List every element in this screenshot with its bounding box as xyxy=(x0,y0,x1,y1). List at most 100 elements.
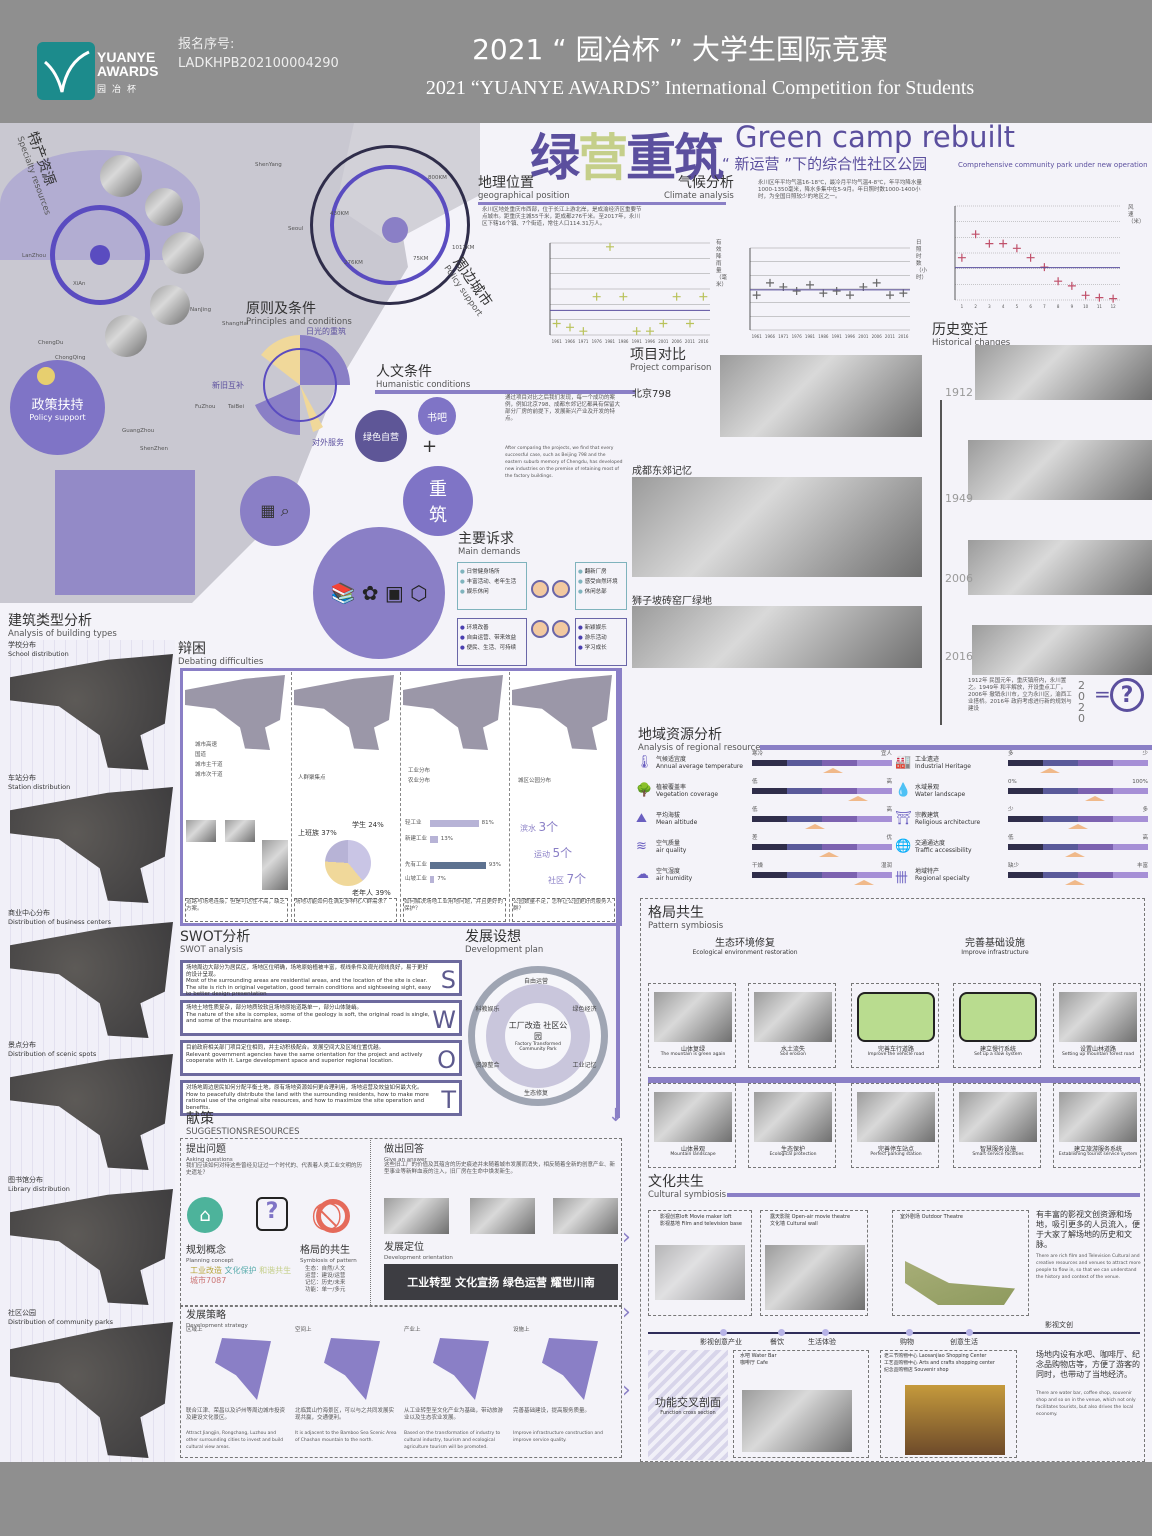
strategy-panel xyxy=(180,1306,622,1458)
devplan-ring-label: 工业记忆 xyxy=(572,1062,597,1069)
debate-legend-item: 农业分布 xyxy=(408,778,431,784)
photo-chengdu xyxy=(632,477,922,577)
x-tick-label: 6 xyxy=(1029,304,1032,309)
pie-label-old-new: 新旧互补 xyxy=(212,381,244,390)
pattern-divider xyxy=(648,1077,1140,1083)
competition-title-en: 2021 “YUANYE AWARDS” International Compe… xyxy=(425,77,975,99)
film-photo xyxy=(655,1245,745,1300)
culture-text-1: 有丰富的影视文创资源和场地，吸引更多的人员流入，便于大家了解场地的历史和文脉。 xyxy=(1036,1210,1140,1249)
equals-sign: = xyxy=(1094,682,1111,706)
windspeed-axis-label: 风速（米） xyxy=(1128,205,1145,225)
data-point xyxy=(659,319,668,328)
culture-axis-label: 餐饮 xyxy=(770,1338,784,1346)
avatar-icon xyxy=(552,620,570,638)
humanistic-rule xyxy=(375,390,635,394)
x-tick-label: 2 xyxy=(974,304,977,309)
resource-marker xyxy=(1040,768,1060,773)
strategy-text: 北临箕山竹海景区，可以与之共同发展实现共赢，交通便利。 xyxy=(295,1408,395,1421)
x-tick-label: 2001 xyxy=(858,334,869,339)
debate-question-box: 道路与场地连接，但是可达性不高，缺乏方案。 xyxy=(185,898,288,922)
history-photo-1949 xyxy=(968,440,1152,500)
demand-group xyxy=(575,562,627,610)
strategy-title: 空间上 xyxy=(295,1327,312,1333)
industry-bar xyxy=(430,876,435,883)
pie-label-external-service: 对外服务 xyxy=(312,438,344,447)
project-text-en: After comparing the projects, we find th… xyxy=(505,446,623,479)
resource-icon: 🌳 xyxy=(636,783,653,798)
ask-text: 我们应该如何对待这些曾经见证过一个时代的、代表着人类工业文明的历史遗址？ xyxy=(186,1163,363,1176)
pattern-image xyxy=(959,992,1037,1042)
axis-node xyxy=(966,1329,973,1336)
distance-label: 276KM xyxy=(344,260,363,266)
industry-bar-value: 13% xyxy=(440,836,454,842)
culture-text-2: 场地内设有水吧、咖啡厅、纪念品购物店等，方便了游客的同时，也带动了当地经济。 xyxy=(1036,1350,1140,1379)
devplan-ring-label: 资源整合 xyxy=(475,1062,500,1069)
avatar-icon xyxy=(552,580,570,598)
resource-scale: 寒冷宜人 xyxy=(752,749,892,779)
data-point xyxy=(552,319,561,328)
industry-bar-value: 93% xyxy=(488,862,502,868)
x-tick-label: 2016 xyxy=(898,334,909,339)
x-tick-label: 2006 xyxy=(872,334,883,339)
debate-legend-item: 城市高速 xyxy=(195,742,218,748)
debate-legend-item: 城区公园分布 xyxy=(518,778,552,784)
avatar-icon xyxy=(531,620,549,638)
word-cloud: 工业改造 文化保护 和谐共生 城市7087 xyxy=(190,1266,292,1285)
x-tick-label: 8 xyxy=(1057,304,1060,309)
data-point xyxy=(1067,281,1076,290)
strategy-text: 从工业转型至文化产业为基础，带动旅游业以及生态农业发展。 xyxy=(404,1408,504,1421)
swot-t-box: 对场地周边居民如何分配平衡土地，原有场地资源如何更合理利用，场地运营及效益如何最… xyxy=(180,1080,462,1116)
x-tick-label: 1981 xyxy=(805,334,816,339)
pattern-image xyxy=(754,992,832,1042)
pattern-image xyxy=(654,1092,732,1142)
x-tick-label: 10 xyxy=(1083,304,1089,309)
x-tick-label: 1 xyxy=(961,304,964,309)
specialty-ring xyxy=(50,205,150,305)
data-point xyxy=(806,280,814,289)
orientation-banner: 工业转型 文化宣扬 绿色运营 耀世川南 xyxy=(384,1264,618,1300)
devplan-ring-label: 科教娱乐 xyxy=(475,1006,500,1013)
demand-item: ● 感受自然环境 xyxy=(578,579,618,585)
strategy-text-en: Based on the transformation of industry … xyxy=(404,1431,501,1450)
data-point xyxy=(886,291,894,300)
culture-axis-label: 影视文创 xyxy=(1045,1321,1073,1329)
culture-axis-label: 生活体验 xyxy=(808,1338,836,1346)
project-chengdu: 成都东郊记忆 xyxy=(632,466,692,477)
competition-title-cn: 2021 “ 园冶杯 ” 大学生国际竞赛 xyxy=(472,33,888,66)
debate-divider xyxy=(291,672,292,922)
resource-icon: 💧 xyxy=(895,783,912,798)
answer-photo xyxy=(384,1198,449,1234)
data-point xyxy=(579,327,588,336)
data-point xyxy=(1109,294,1118,303)
data-point xyxy=(766,278,774,287)
resource-icon: ⛩ xyxy=(895,811,912,826)
plus-sign: + xyxy=(422,436,438,457)
resource-scale: 0%100% xyxy=(1008,777,1148,807)
climate-text: 永川区年平均气温16-18℃，最冷月平均气温4-8℃，年平均降水量1000-13… xyxy=(758,180,922,200)
swot-w-box: 场地土地性质复杂，部分地质较软且场地原始道路单一，部分山体陡峭。The natu… xyxy=(180,1000,462,1036)
resource-scale: 低高 xyxy=(752,777,892,807)
resource-scale: 低高 xyxy=(752,805,892,835)
culture-text-2-en: There are water bar, coffee shop, souven… xyxy=(1036,1391,1136,1417)
x-tick-label: 1996 xyxy=(645,339,656,344)
